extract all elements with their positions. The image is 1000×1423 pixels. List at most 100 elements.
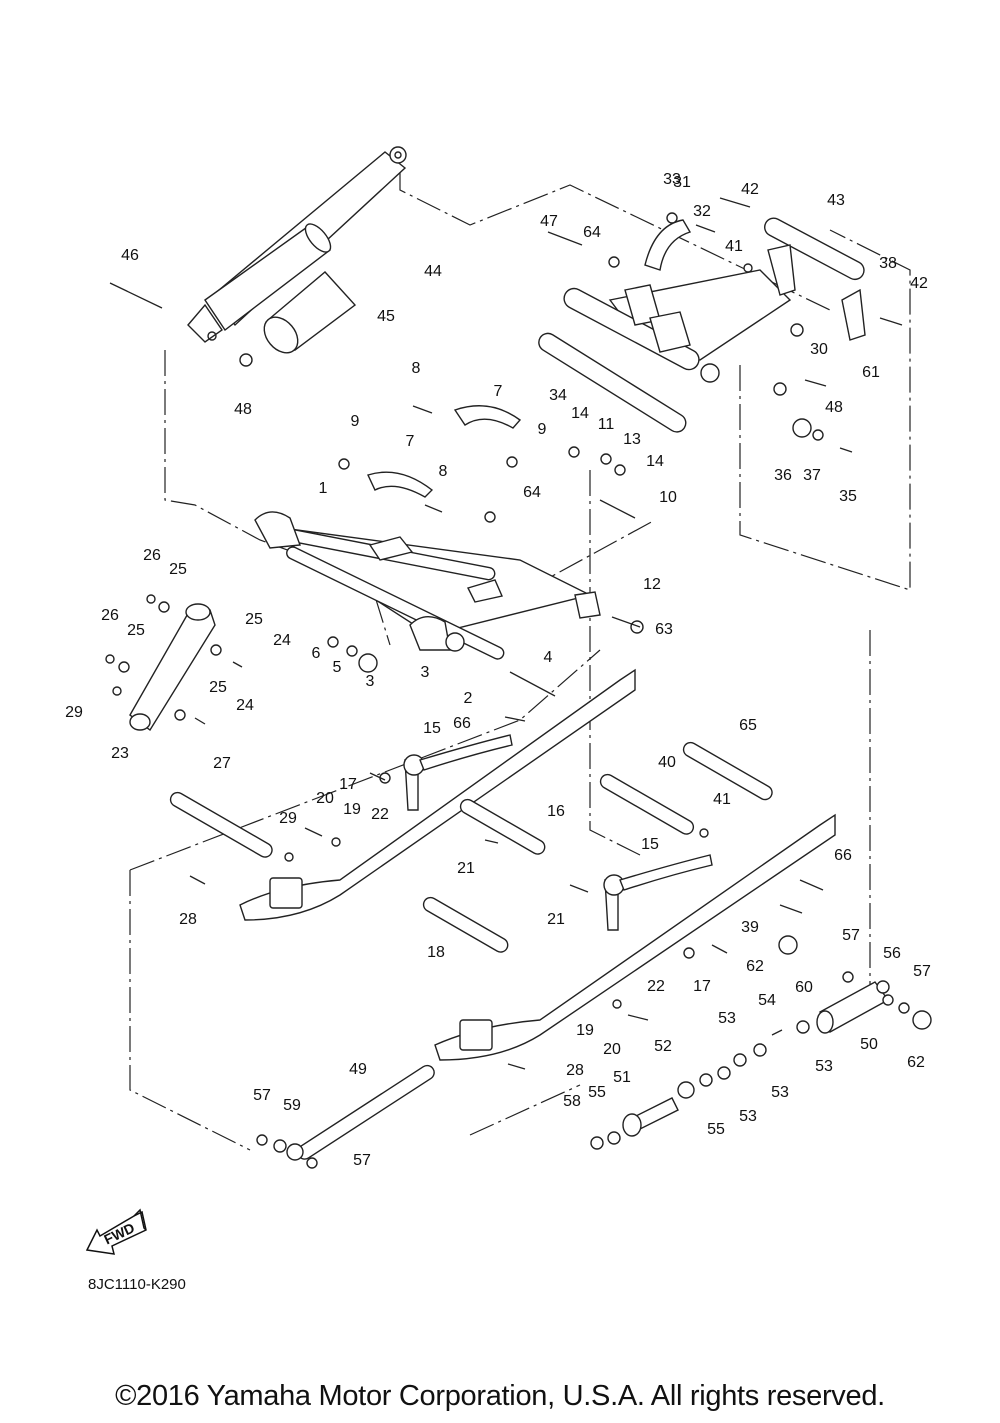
bracket-38[interactable]: [767, 244, 866, 341]
part-callout-35[interactable]: 35: [839, 488, 857, 505]
part-callout-53[interactable]: 53: [739, 1108, 757, 1125]
part-callout-55[interactable]: 55: [588, 1084, 606, 1101]
part-callout-57[interactable]: 57: [253, 1087, 271, 1104]
part-callout-2[interactable]: 2: [463, 690, 473, 707]
part-callout-60[interactable]: 60: [795, 979, 813, 996]
part-callout-64[interactable]: 64: [583, 224, 601, 241]
part-callout-62[interactable]: 62: [746, 958, 764, 975]
part-callout-48[interactable]: 48: [234, 401, 252, 418]
part-callout-44[interactable]: 44: [424, 263, 442, 280]
part-callout-38[interactable]: 38: [879, 255, 897, 272]
part-callout-20[interactable]: 20: [316, 790, 334, 807]
part-callout-55[interactable]: 55: [707, 1121, 725, 1138]
shaft-65[interactable]: [681, 740, 775, 802]
stopper-7b[interactable]: [453, 405, 522, 429]
part-callout-25[interactable]: 25: [127, 622, 145, 639]
part-callout-19[interactable]: 19: [343, 801, 361, 818]
stopper-31[interactable]: [644, 219, 692, 271]
part-callout-1[interactable]: 1: [318, 480, 328, 497]
part-callout-3[interactable]: 3: [420, 664, 430, 681]
part-callout-41[interactable]: 41: [725, 238, 743, 255]
part-callout-54[interactable]: 54: [758, 992, 776, 1009]
part-callout-57[interactable]: 57: [842, 927, 860, 944]
part-callout-40[interactable]: 40: [658, 754, 676, 771]
part-callout-53[interactable]: 53: [771, 1084, 789, 1101]
part-callout-26[interactable]: 26: [143, 547, 161, 564]
part-callout-7[interactable]: 7: [493, 383, 503, 400]
part-callout-66[interactable]: 66: [453, 715, 471, 732]
part-callout-34[interactable]: 34: [549, 387, 567, 404]
part-callout-10[interactable]: 10: [659, 489, 677, 506]
part-callout-21[interactable]: 21: [457, 860, 475, 877]
part-callout-57[interactable]: 57: [353, 1152, 371, 1169]
part-callout-64[interactable]: 64: [523, 484, 541, 501]
part-callout-62[interactable]: 62: [907, 1054, 925, 1071]
part-callout-3[interactable]: 3: [365, 673, 375, 690]
part-callout-33[interactable]: 33: [663, 171, 681, 188]
part-callout-36[interactable]: 36: [774, 467, 792, 484]
part-callout-9[interactable]: 9: [350, 413, 360, 430]
adjuster-50[interactable]: [816, 980, 890, 1034]
part-callout-8[interactable]: 8: [438, 463, 448, 480]
slide-rail-right[interactable]: [434, 813, 836, 1061]
part-callout-17[interactable]: 17: [339, 776, 357, 793]
link-23[interactable]: [129, 603, 216, 732]
part-callout-20[interactable]: 20: [603, 1041, 621, 1058]
part-callout-22[interactable]: 22: [371, 806, 389, 823]
part-callout-50[interactable]: 50: [860, 1036, 878, 1053]
part-callout-43[interactable]: 43: [827, 192, 845, 209]
part-callout-41[interactable]: 41: [713, 791, 731, 808]
part-callout-16[interactable]: 16: [547, 803, 565, 820]
part-callout-39[interactable]: 39: [741, 919, 759, 936]
part-callout-65[interactable]: 65: [739, 717, 757, 734]
part-callout-28[interactable]: 28: [566, 1062, 584, 1079]
part-callout-24[interactable]: 24: [236, 697, 254, 714]
spring-cover[interactable]: [257, 271, 357, 359]
part-callout-4[interactable]: 4: [543, 649, 553, 666]
shaft-18[interactable]: [421, 895, 510, 955]
part-callout-28[interactable]: 28: [179, 911, 197, 928]
bolt-51[interactable]: [622, 1097, 679, 1137]
shock-absorber[interactable]: [187, 146, 407, 343]
slide-rail-left[interactable]: [239, 668, 636, 921]
part-callout-26[interactable]: 26: [101, 607, 119, 624]
shaft-34[interactable]: [535, 330, 689, 435]
part-callout-23[interactable]: 23: [111, 745, 129, 762]
part-callout-14[interactable]: 14: [646, 453, 664, 470]
part-callout-57[interactable]: 57: [913, 963, 931, 980]
part-callout-14[interactable]: 14: [571, 405, 589, 422]
part-callout-63[interactable]: 63: [655, 621, 673, 638]
torsion-spring-15b[interactable]: [603, 854, 713, 931]
part-callout-18[interactable]: 18: [427, 944, 445, 961]
shaft-43[interactable]: [762, 215, 868, 283]
part-callout-22[interactable]: 22: [647, 978, 665, 995]
part-callout-25[interactable]: 25: [209, 679, 227, 696]
part-callout-53[interactable]: 53: [718, 1010, 736, 1027]
shaft-40[interactable]: [598, 772, 696, 837]
part-callout-61[interactable]: 61: [862, 364, 880, 381]
part-callout-19[interactable]: 19: [576, 1022, 594, 1039]
part-callout-46[interactable]: 46: [121, 247, 139, 264]
part-callout-9[interactable]: 9: [537, 421, 547, 438]
part-callout-37[interactable]: 37: [803, 467, 821, 484]
part-callout-31[interactable]: 31: [673, 174, 691, 191]
part-callout-29[interactable]: 29: [65, 704, 83, 721]
part-callout-15[interactable]: 15: [641, 836, 659, 853]
rear-arm-assembly[interactable]: [561, 269, 804, 383]
part-callout-32[interactable]: 32: [693, 203, 711, 220]
part-callout-24[interactable]: 24: [273, 632, 291, 649]
part-callout-56[interactable]: 56: [883, 945, 901, 962]
part-callout-7[interactable]: 7: [405, 433, 415, 450]
part-callout-17[interactable]: 17: [693, 978, 711, 995]
part-callout-27[interactable]: 27: [213, 755, 231, 772]
part-callout-21[interactable]: 21: [547, 911, 565, 928]
shaft-16[interactable]: [458, 797, 547, 857]
part-callout-52[interactable]: 52: [654, 1038, 672, 1055]
part-callout-51[interactable]: 51: [613, 1069, 631, 1086]
part-callout-49[interactable]: 49: [349, 1061, 367, 1078]
part-callout-13[interactable]: 13: [623, 431, 641, 448]
part-callout-66[interactable]: 66: [834, 847, 852, 864]
part-callout-47[interactable]: 47: [540, 213, 558, 230]
part-callout-25[interactable]: 25: [245, 611, 263, 628]
part-callout-8[interactable]: 8: [411, 360, 421, 377]
